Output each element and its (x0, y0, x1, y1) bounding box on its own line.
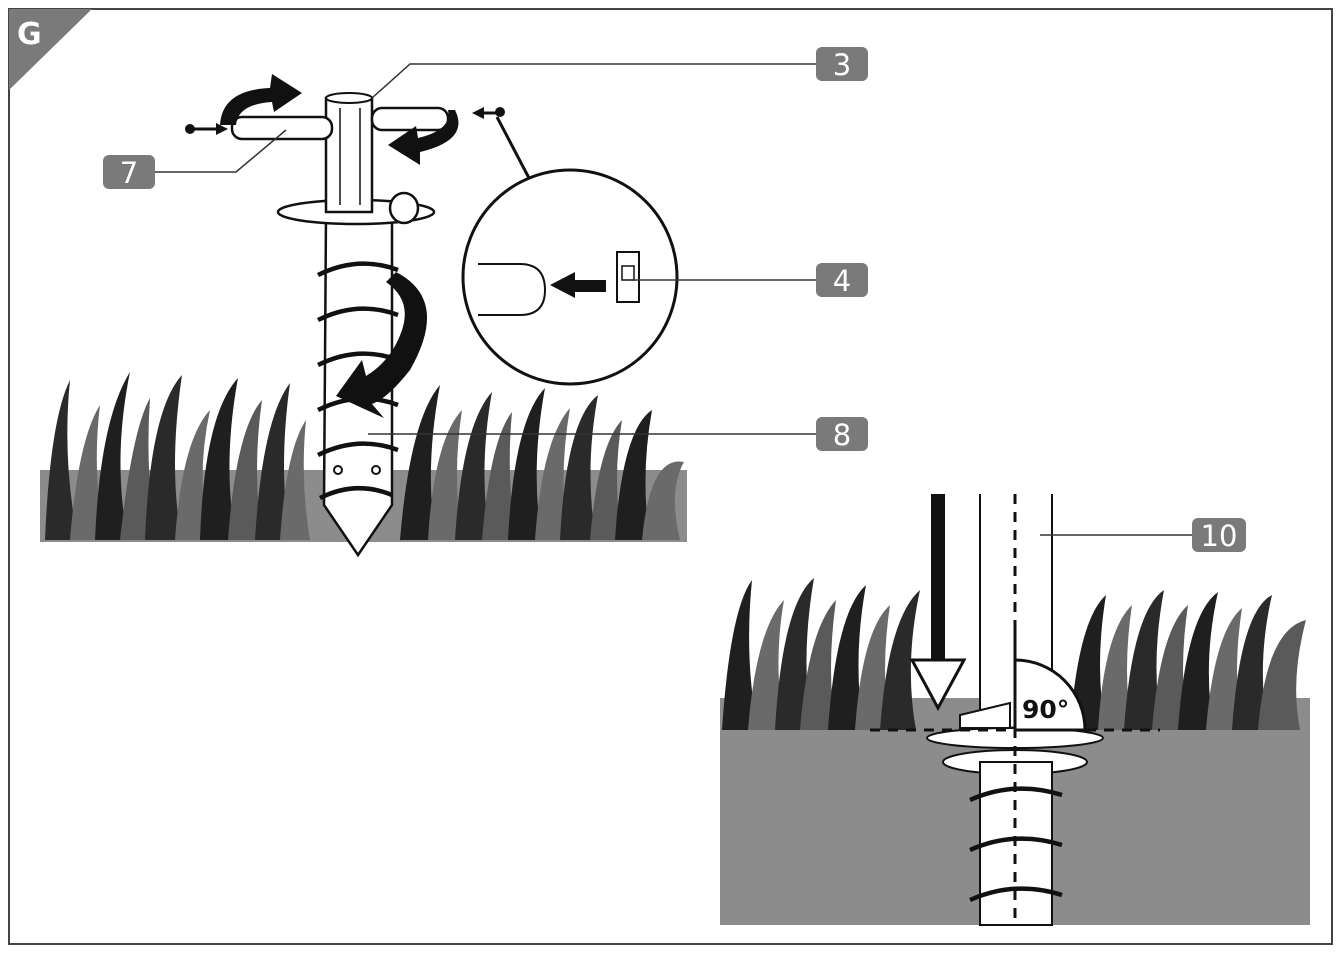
callout-4: 4 (628, 263, 868, 298)
screw-hole (371, 465, 381, 475)
callout-label-7: 7 (120, 156, 138, 190)
callout-label-4: 4 (833, 264, 851, 298)
push-down-arrow-icon (909, 494, 967, 712)
section-letter: G (17, 17, 42, 52)
angle-label: 90° (1022, 695, 1069, 724)
callout-10: 10 (1040, 518, 1246, 553)
left-scene (40, 74, 687, 558)
callout-8: 8 (368, 417, 868, 452)
callout-7: 7 (103, 129, 287, 190)
rotation-arrows (220, 74, 459, 418)
grass-left (45, 372, 684, 540)
screw-hole (333, 465, 343, 475)
grass-right (722, 578, 1306, 730)
callout-label-8: 8 (833, 418, 851, 452)
right-scene: 90° (720, 494, 1310, 926)
insert-arrow-icon (550, 272, 606, 298)
tube-with-crossbar (185, 92, 505, 214)
section-tab: G (9, 9, 92, 90)
callout-label-3: 3 (833, 48, 851, 82)
detail-magnifier (461, 116, 679, 386)
callout-3: 3 (371, 47, 868, 99)
callout-label-10: 10 (1201, 519, 1238, 553)
